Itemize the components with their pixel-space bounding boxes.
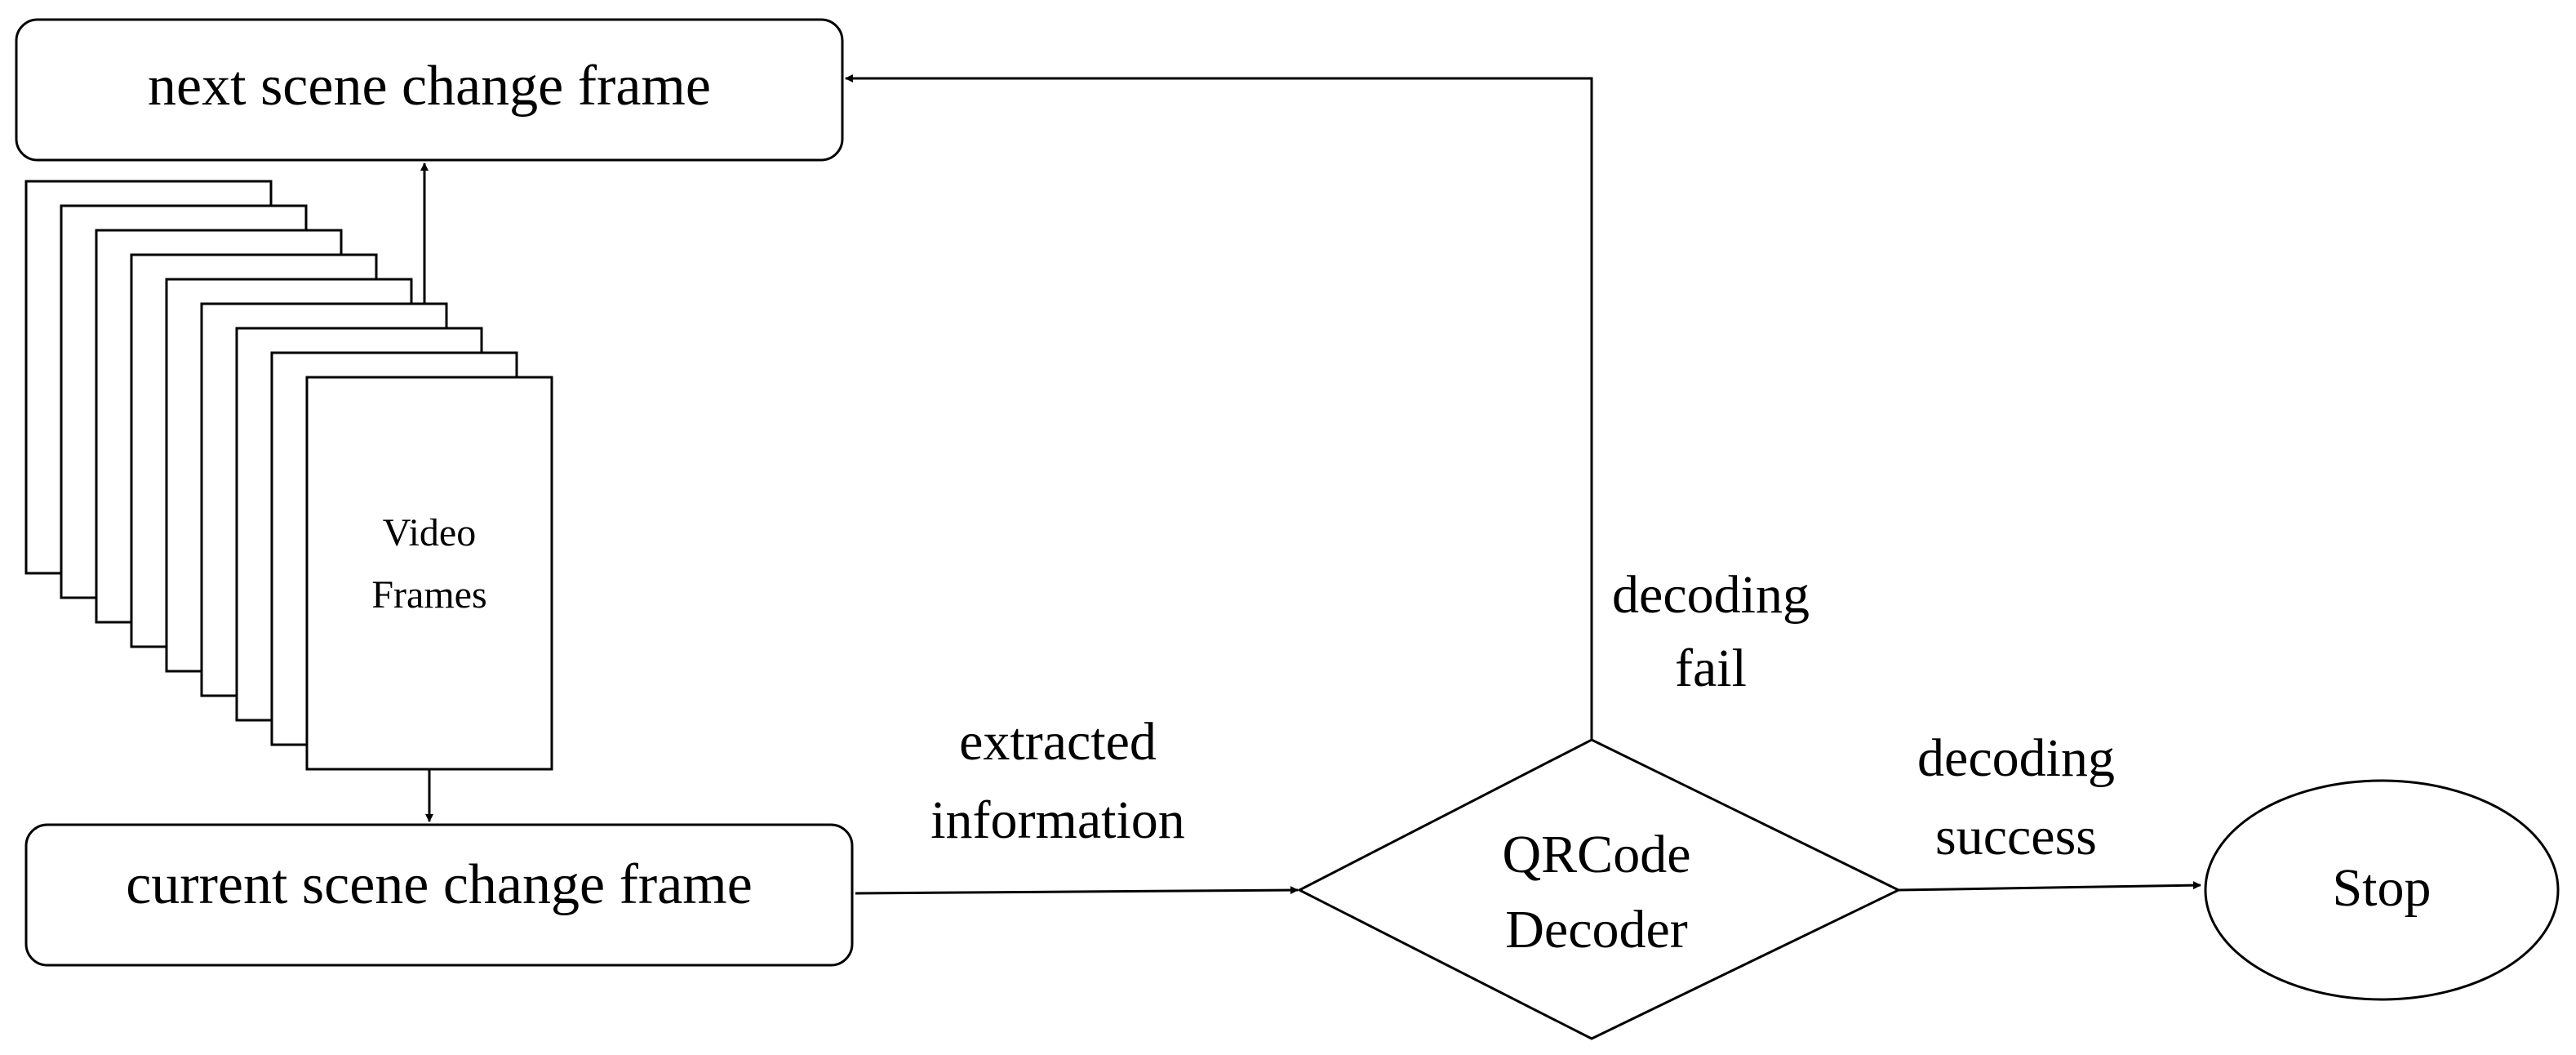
extracted-label-line1: extracted [959,712,1157,772]
arrow-decoding-success [1898,881,2201,892]
next-scene-change-frame-label: next scene change frame [148,55,711,118]
next-scene-change-frame-box: next scene change frame [15,18,844,162]
current-scene-change-frame-box: current scene change frame [24,823,854,967]
video-frames-label-line1: Video [383,511,476,554]
qrcode-decoder-diamond: QRCode Decoder [1296,738,1902,1040]
stop-node: Stop [2204,779,2560,1001]
current-scene-change-frame-label: current scene change frame [126,853,753,916]
fail-label-line2: fail [1675,639,1747,698]
arrow-extracted-information [855,886,1299,895]
video-frames-label-line2: Frames [371,573,486,617]
success-label-line2: success [1935,807,2097,866]
success-label-line1: decoding [1917,728,2115,788]
decoder-label-line1: QRCode [1503,825,1691,884]
decoder-label-line2: Decoder [1505,900,1688,959]
extracted-label-line2: information [930,790,1185,850]
arrow-decoding-fail [845,74,1593,740]
stop-label: Stop [2332,858,2431,918]
video-frames-stack [24,180,553,771]
fail-label-line1: decoding [1612,565,1810,625]
